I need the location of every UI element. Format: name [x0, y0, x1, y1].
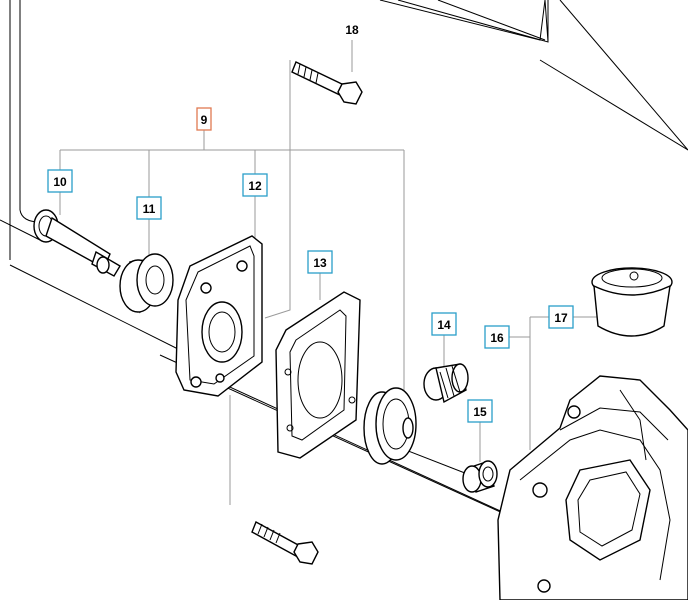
svg-text:11: 11: [143, 202, 156, 216]
callout-12: 12: [242, 173, 268, 197]
leader-lines: [59, 40, 600, 505]
svg-text:9: 9: [201, 113, 208, 127]
background-frame: [0, 0, 688, 351]
grease-cup: [591, 267, 673, 337]
svg-text:16: 16: [490, 331, 504, 345]
callout-14: 14: [431, 312, 457, 336]
bolt-upper: [291, 61, 363, 105]
gasket: [275, 291, 361, 459]
callout-16: 16: [484, 325, 510, 349]
svg-text:12: 12: [248, 179, 262, 193]
callout-18: 18: [340, 18, 364, 40]
svg-text:13: 13: [313, 256, 327, 270]
svg-text:17: 17: [554, 311, 568, 325]
gear-housing: [497, 375, 688, 600]
bearing: [119, 253, 174, 314]
flange-plate: [175, 235, 263, 397]
callout-10: 10: [47, 169, 73, 193]
pinion-gear: [423, 363, 469, 404]
callout-15: 15: [467, 399, 493, 423]
callout-9: 9: [196, 107, 212, 131]
svg-text:15: 15: [473, 405, 487, 419]
shaft: [33, 209, 121, 277]
bolt-lower: [251, 521, 319, 565]
callout-11: 11: [136, 196, 162, 220]
bevel-gear: [363, 387, 417, 465]
svg-text:10: 10: [53, 175, 67, 189]
callout-17: 17: [548, 305, 574, 329]
callout-13: 13: [307, 250, 333, 274]
svg-text:18: 18: [345, 23, 359, 37]
needle-bearing: [462, 460, 498, 493]
svg-text:14: 14: [437, 318, 451, 332]
